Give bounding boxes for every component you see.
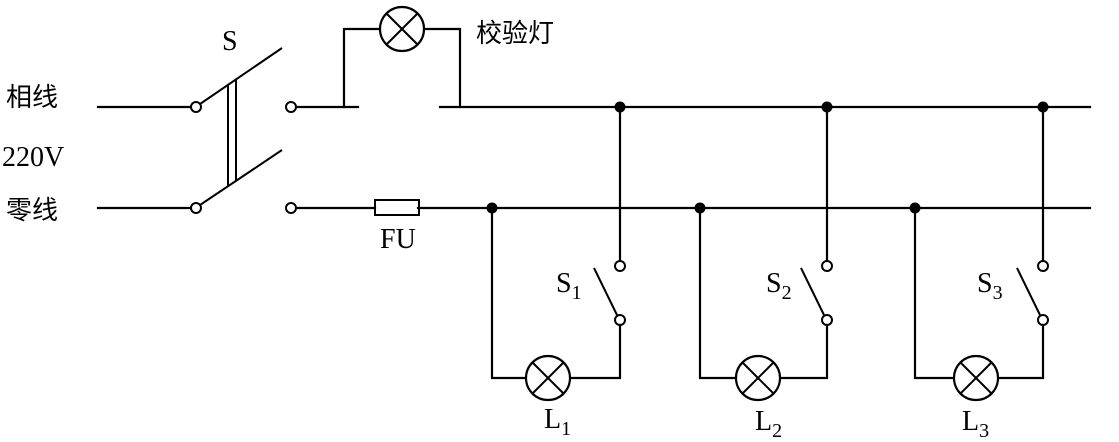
branch-switch-terminal bbox=[614, 260, 626, 272]
live-label: 相线 bbox=[6, 83, 58, 113]
neutral-label: 零线 bbox=[6, 196, 58, 226]
branch-lamp bbox=[734, 354, 782, 402]
voltage-label: 220V bbox=[2, 142, 64, 173]
branch-1 bbox=[486, 101, 626, 402]
main-switch-label: S bbox=[222, 26, 238, 57]
main-switch bbox=[190, 47, 297, 214]
test-lamp-loop bbox=[342, 5, 462, 109]
switch-terminal bbox=[190, 202, 202, 214]
test-lamp bbox=[378, 5, 426, 53]
switch-terminal bbox=[285, 101, 297, 113]
fuse-label: FU bbox=[380, 224, 416, 255]
branch-switch-terminal bbox=[1037, 314, 1049, 326]
test-lamp-label: 校验灯 bbox=[476, 19, 554, 49]
branch-lamp bbox=[952, 354, 1000, 402]
switch-terminal bbox=[190, 101, 202, 113]
branch-switch-label: S1 bbox=[556, 268, 582, 304]
branch-switch-label: S3 bbox=[977, 268, 1003, 304]
branch-lamp-label: L1 bbox=[544, 404, 571, 440]
branch-switch-terminal bbox=[821, 314, 833, 326]
branch-lamp-label: L3 bbox=[962, 406, 989, 442]
branch-lamp bbox=[524, 354, 572, 402]
switch-terminal bbox=[285, 202, 297, 214]
branch-2 bbox=[694, 101, 833, 402]
switch-blade bbox=[199, 149, 283, 206]
switch-blade bbox=[199, 47, 283, 105]
branch-switch-terminal bbox=[1037, 260, 1049, 272]
branch-3 bbox=[909, 101, 1049, 402]
fuse bbox=[374, 199, 420, 216]
branch-switch-blade bbox=[800, 267, 825, 316]
branch-switch-terminal bbox=[821, 260, 833, 272]
branch-switch-blade bbox=[593, 267, 618, 316]
branch-lamp-label: L2 bbox=[755, 406, 782, 442]
branch-switch-label: S2 bbox=[766, 268, 792, 304]
branch-switch-terminal bbox=[614, 314, 626, 326]
branch-switch-blade bbox=[1016, 267, 1041, 316]
